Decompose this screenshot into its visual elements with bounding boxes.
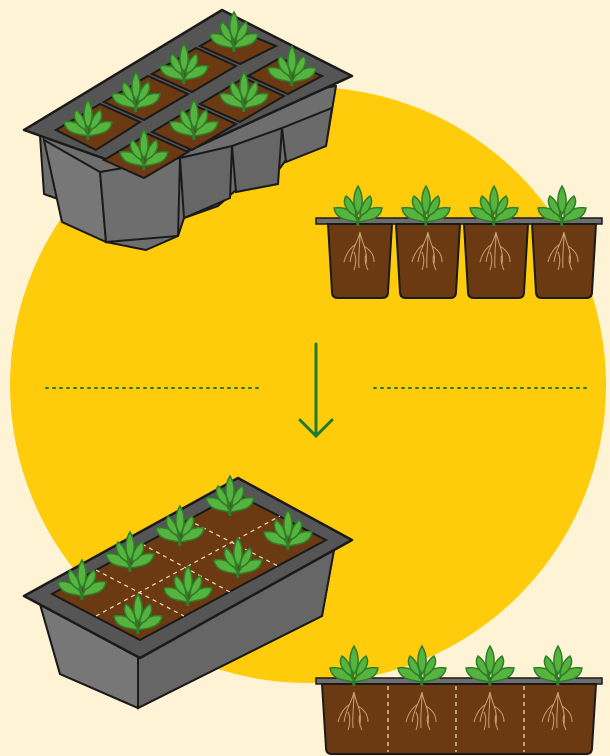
illustration-canvas [0,0,610,756]
seed-tray-illustration [0,0,610,756]
